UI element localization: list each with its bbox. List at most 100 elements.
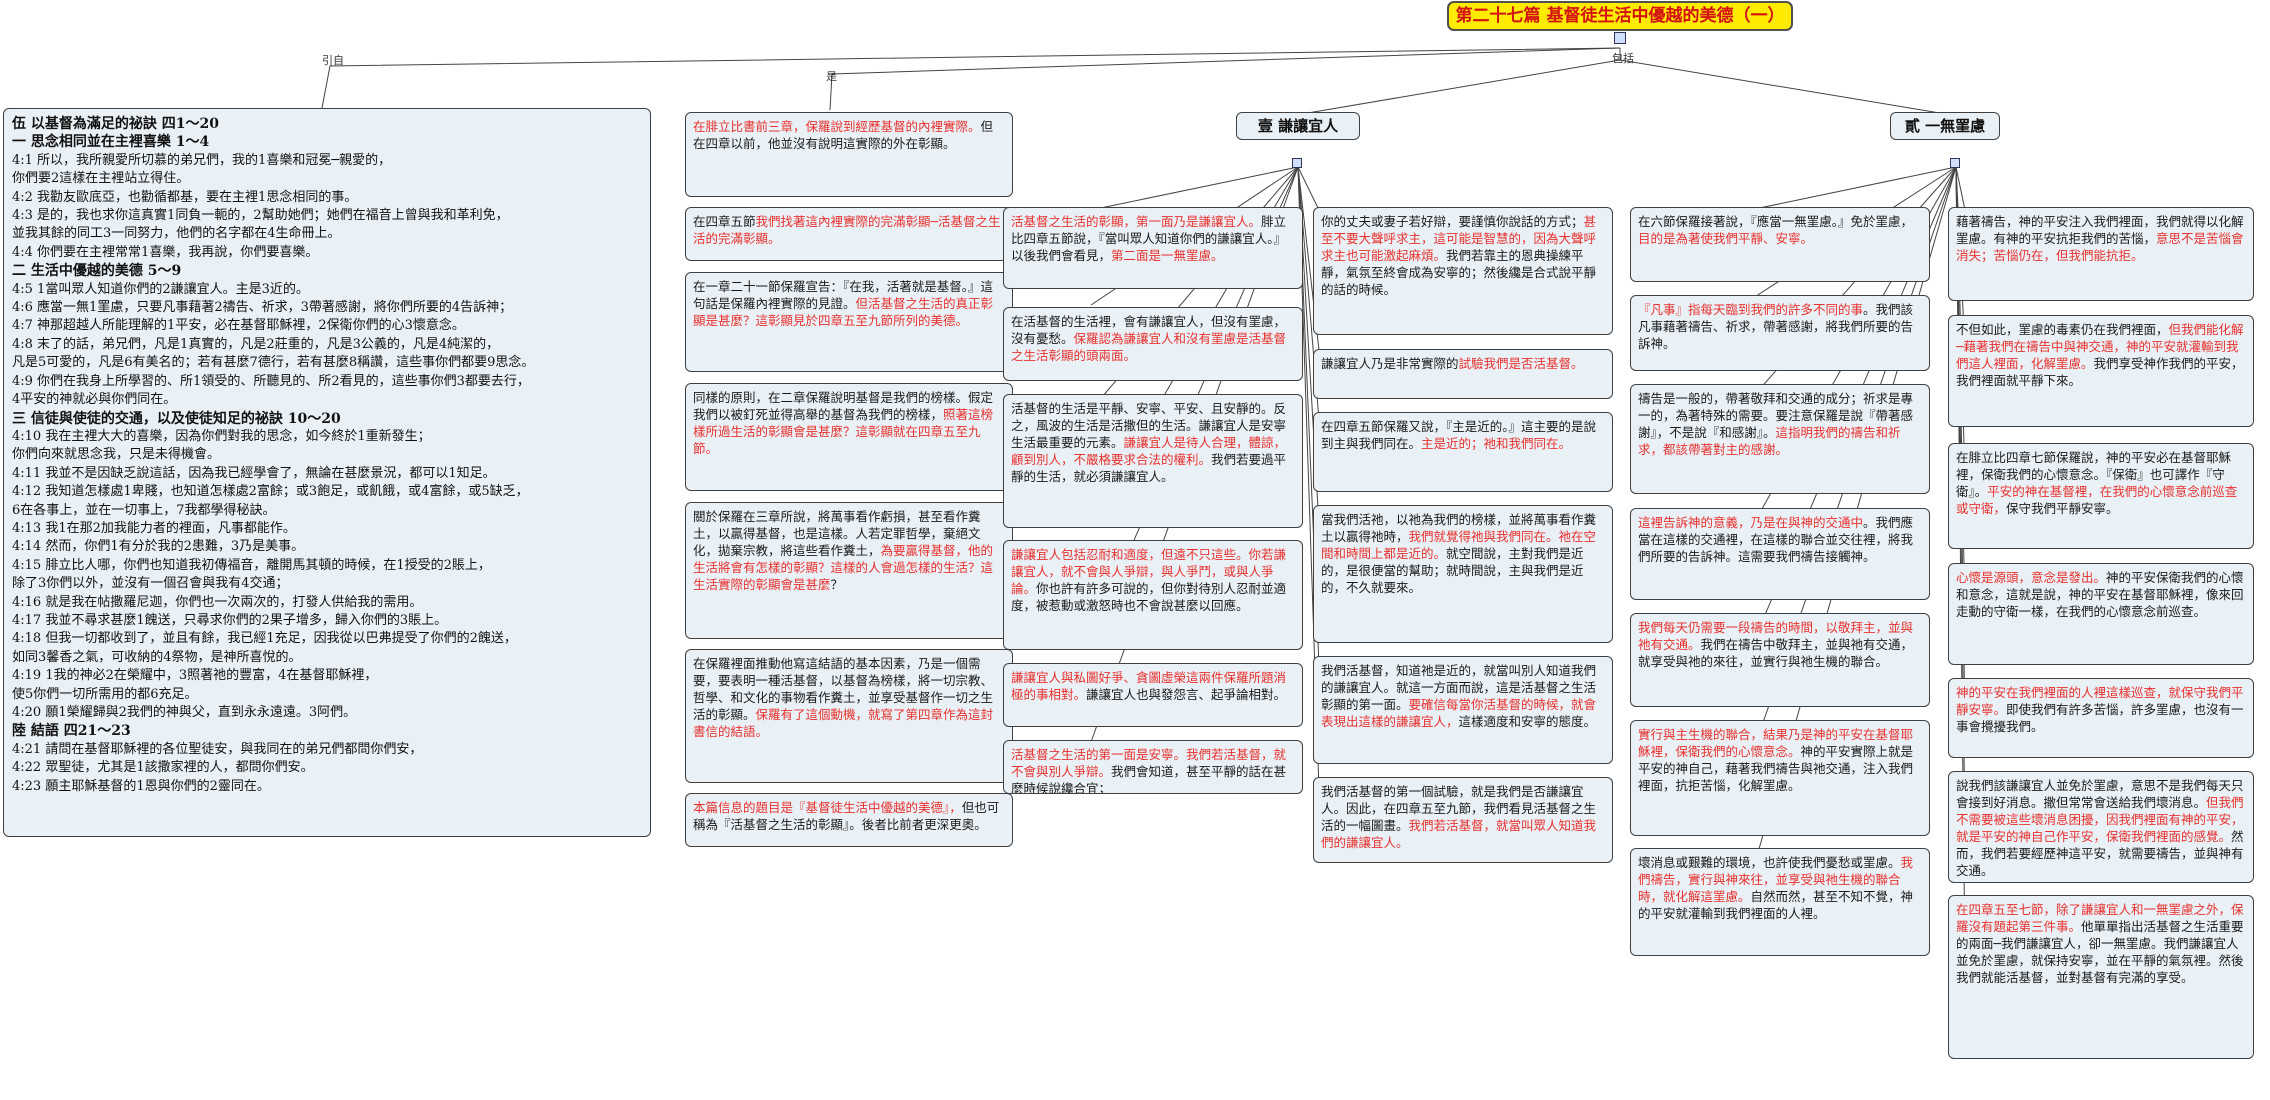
highlight-text: 心懷是源頭，意念是發出。 [1956, 570, 2107, 585]
topic-node[interactable]: 我們每天仍需要一段禱告的時間，以敬拜主，並與祂有交通。我們在禱告中敬拜主，並與祂… [1630, 613, 1930, 707]
topic-node[interactable]: 謙讓宜人包括忍耐和適度，但遠不只這些。你若謙讓宜人，就不會與人爭辯，與人爭鬥，或… [1003, 540, 1303, 650]
topic-node[interactable]: 在四章五節我們找著這內裡實際的完滿彰顯─活基督之生活的完滿彰顯。 [685, 207, 1013, 261]
node-text: 謙讓宜人乃是非常實際的 [1321, 356, 1459, 371]
scripture-verse: 4:22 眾聖徒，尤其是1該撒家裡的人，都問你們安。 [12, 760, 314, 776]
highlight-text: 我們若活基督，就當叫眾人知道我們的謙讓宜人。 [1321, 818, 1597, 850]
scripture-verse: 4:13 我1在那2加我能力者的裡面，凡事都能作。 [12, 520, 296, 536]
highlight-text: 保羅有了這個動機，就寫了第四章作為這封書信的結語。 [693, 707, 994, 739]
node-text: 你的丈夫或妻子若好辯，要謹慎你說話的方式； [1321, 214, 1584, 229]
scripture-verse: 使5你們一切所需用的都6充足。 [12, 686, 198, 702]
topic-node[interactable]: 這裡告訴神的意義，乃是在與神的交通中。我們應當在這樣的交通裡，在這樣的聯合並交往… [1630, 508, 1930, 600]
scripture-verse: 4:8 末了的話，弟兄們，凡是1真實的，凡是2莊重的，凡是3公義的，凡是4純潔的… [12, 336, 500, 352]
highlight-text: 第二面是一無罣慮。 [1111, 248, 1224, 263]
topic-node[interactable]: 在四章五節保羅又說，『主是近的。』這主要的是說到主與我們同在。主是近的；祂和我們… [1313, 412, 1613, 492]
highlight-text: 我們就覺得祂與我們同在。祂在空間和時間上都是近的。 [1321, 529, 1597, 561]
topic-node[interactable]: 當我們活祂，以祂為我們的榜樣，並將萬事看作糞土以贏得祂時，我們就覺得祂與我們同在… [1313, 505, 1613, 643]
highlight-text: 意思不是苦惱會消失；苦惱仍在，但我們能抗拒。 [1956, 231, 2244, 263]
node-text: 在腓立比四章七節保羅說，神的平安必在基督耶穌裡，保衛我們的心懷意念。『保衛』也可… [1956, 450, 2232, 499]
node-text: 這樣適度和安寧的態度。 [1458, 714, 1597, 729]
topic-node[interactable]: 藉著禱告，神的平安注入我們裡面，我們就得以化解罣慮。有神的平安抗拒我們的苦惱，意… [1948, 207, 2254, 301]
node-text: 在四章五節保羅又說，『主是近的。』這主要的是說到主與我們同在。 [1321, 419, 1597, 451]
highlight-text: 試驗我們是否活基督。 [1458, 356, 1584, 371]
node-text: 即使我們有許多苦惱，許多罣慮，也沒有一事會攪擾我們。 [1956, 702, 2244, 734]
topic-node[interactable]: 在一章二十一節保羅宣告：『在我，活著就是基督。』這句話是保羅內裡實際的見證。但活… [685, 272, 1013, 372]
topic-node[interactable]: 在四章五至七節，除了謙讓宜人和一無罣慮之外，保羅沒有題起第三件事。他單單指出活基… [1948, 895, 2254, 1059]
scripture-verse: 4:23 願主耶穌基督的1恩與你們的2靈同在。 [12, 778, 270, 794]
topic-node[interactable]: 活基督之生活的第一面是安寧。我們若活基督，就不會與別人爭辯。我們會知道，甚至平靜… [1003, 740, 1303, 794]
topic-node[interactable]: 『凡事』指每天臨到我們的許多不同的事。我們該凡事藉著禱告、祈求，帶著感謝，將我們… [1630, 295, 1930, 371]
topic-node[interactable]: 你的丈夫或妻子若好辯，要謹慎你說話的方式；甚至不要大聲呼求主，這可能是智慧的，因… [1313, 207, 1613, 335]
highlight-text: 保羅認為謙讓宜人和沒有罣慮是活基督之生活彰顯的頭兩面。 [1011, 331, 1287, 363]
highlight-text: 活基督之生活的彰顯，第一面乃是謙讓宜人。 [1011, 214, 1262, 229]
topic-node[interactable]: 說我們該謙讓宜人並免於罣慮，意思不是我們每天只會接到好消息。撒但常常會送給我們壞… [1948, 771, 2254, 883]
node-text: ？ [830, 577, 844, 592]
node-text: 當我們活祂，以祂為我們的榜樣，並將萬事看作糞土以贏得祂時， [1321, 512, 1597, 544]
topic-node[interactable]: 壞消息或艱難的環境，也許使我們憂愁或罣慮。我們禱告，實行與神來往，並享受與祂生機… [1630, 848, 1930, 956]
node-text: 我們在禱告中敬拜主，並與祂有交通，就享受與祂的來往，並實行與祂生機的聯合。 [1638, 637, 1914, 669]
highlight-text: 平安的神在基督裡，在我們的心懷意念前巡查或守衛， [1956, 484, 2238, 516]
topic-node[interactable]: 活基督的生活是平靜、安寧、平安、且安靜的。反之，風波的生活是活撒但的生活。謙讓宜… [1003, 394, 1303, 528]
scripture-verse: 4:17 我並不尋求甚麼1餽送，只尋求你們的2果子增多，歸入你們的3賬上。 [12, 612, 448, 628]
highlight-text: 目的是為著使我們平靜、安寧。 [1638, 231, 1814, 246]
scripture-verse: 4:15 腓立比人哪，你們也知道我初傳福音，離開馬其頓的時候，在1授受的2賬上， [12, 557, 491, 573]
edge-label-intro: 引自 [322, 54, 344, 67]
node-text: 腓立比四章五節說，『當叫眾人知道你們的謙讓宜人。』以後我們會看見， [1011, 214, 1287, 263]
topic-node[interactable]: 關於保羅在三章所說，將萬事看作虧損，甚至看作糞土，以贏得基督，也是這樣。人若定罪… [685, 502, 1013, 639]
topic-node[interactable]: 在保羅裡面推動他寫這結語的基本因素，乃是一個需要，要表明一種活基督，以基督為榜樣… [685, 649, 1013, 783]
highlight-text: 神的平安在我們裡面的人裡這樣巡查，就保守我們平靜安寧。 [1956, 685, 2244, 717]
scripture-verse: 4:2 我勸友歐底亞，也勸循都基，要在主裡1思念相同的事。 [12, 189, 358, 205]
node-text: 神的平安實際上就是平安的神自己，藉著我們禱告與祂交通，注入我們裡面，抗拒苦惱，化… [1638, 744, 1914, 793]
scripture-verse: 4:18 但我一切都收到了，並且有餘，我已經1充足，因我從以巴弗提受了你們的2餽… [12, 631, 517, 647]
topic-node[interactable]: 神的平安在我們裡面的人裡這樣巡查，就保守我們平靜安寧。即使我們有許多苦惱，許多罣… [1948, 678, 2254, 758]
topic-node[interactable]: 謙讓宜人乃是非常實際的試驗我們是否活基督。 [1313, 349, 1613, 399]
topic-node[interactable]: 我們活基督的第一個試驗，就是我們是否謙讓宜人。因此，在四章五至九節，我們看見活基… [1313, 777, 1613, 863]
node-text: 在保羅裡面推動他寫這結語的基本因素，乃是一個需要，要表明一種活基督，以基督為榜樣… [693, 656, 994, 722]
scripture-heading: 二 生活中優越的美德 5～9 [12, 263, 182, 280]
category-no-anxiety[interactable]: 貳 一無罣慮 [1890, 112, 2000, 140]
topic-node[interactable]: 在六節保羅接著說，『應當一無罣慮。』免於罣慮， 目的是為著使我們平靜、安寧。 [1630, 207, 1930, 282]
root-topic[interactable]: 第二十七篇 基督徒生活中優越的美德（一） [1447, 1, 1793, 31]
scripture-verse: 4平安的神就必與你們同在。 [12, 392, 177, 408]
topic-node[interactable]: 活基督之生活的彰顯，第一面乃是謙讓宜人。腓立比四章五節說，『當叫眾人知道你們的謙… [1003, 207, 1303, 289]
topic-node[interactable]: 不但如此，罣慮的毒素仍在我們裡面，但我們能化解─藉著我們在禱告中與神交通，神的平… [1948, 315, 2254, 427]
expand-icon[interactable] [1950, 158, 1960, 168]
scripture-heading: 伍 以基督為滿足的祕訣 四1～20 [12, 116, 219, 132]
scripture-verse: 4:11 我並不是因缺乏說這話，因為我已經學會了，無論在甚麼景況，都可以1知足。 [12, 465, 496, 481]
scripture-verse: 4:16 就是我在帖撒羅尼迦，你們也一次兩次的，打發人供給我的需用。 [12, 594, 423, 610]
node-text: 禱告是一般的，帶著敬拜和交通的成分；祈求是專一的，為著特殊的需要。要注意保羅是說… [1638, 391, 1914, 440]
highlight-text: 要確信每當你活基督的時候，就會表現出這樣的謙讓宜人， [1321, 697, 1597, 729]
category-label: 壹 謙讓宜人 [1257, 117, 1339, 135]
node-text: 關於保羅在三章所說，將萬事看作虧損，甚至看作糞土，以贏得基督，也是這樣。人若定罪… [693, 509, 981, 558]
node-text: 但也可稱為『活基督之生活的彰顯』。後者比前者更深更奧。 [693, 800, 1000, 832]
topic-node[interactable]: 實行與主生機的聯合，結果乃是神的平安在基督耶穌裡，保衛我們的心懷意念。神的平安實… [1630, 720, 1930, 836]
highlight-text: 活基督之生活的第一面是安寧。我們若活基督，就不會與別人爭辯。 [1011, 747, 1287, 779]
topic-node[interactable]: 在腓立比書前三章，保羅說到經歷基督的內裡實際。但在四章以前，他並沒有說明這實際的… [685, 112, 1013, 197]
scripture-verse: 4:6 應當一無1罣慮，只要凡事藉著2禱告、祈求，3帶著感謝，將你們所要的4告訴… [12, 300, 513, 316]
highlight-text: 甚至不要大聲呼求主，這可能是智慧的，因為大聲呼求主也可能激起麻煩。 [1321, 214, 1597, 263]
topic-node[interactable]: 我們活基督，知道祂是近的，就當叫別人知道我們的謙讓宜人。就這一方面而說，這是活基… [1313, 656, 1613, 764]
topic-node[interactable]: 禱告是一般的，帶著敬拜和交通的成分；祈求是專一的，為著特殊的需要。要注意保羅是說… [1630, 384, 1930, 494]
scripture-verse: 4:19 1我的神必2在榮耀中，3照著祂的豐富，4在基督耶穌裡， [12, 668, 378, 684]
node-text: 在六節保羅接著說，『應當一無罣慮。』免於罣慮， [1638, 214, 1914, 229]
highlight-text: 在腓立比書前三章，保羅說到經歷基督的內裡實際。 [693, 119, 981, 134]
topic-node[interactable]: 在腓立比四章七節保羅說，神的平安必在基督耶穌裡，保衛我們的心懷意念。『保衛』也可… [1948, 443, 2254, 549]
node-text: 我們活基督，知道祂是近的，就當叫別人知道我們的謙讓宜人。就這一方面而說，這是活基… [1321, 663, 1597, 712]
topic-node[interactable]: 謙讓宜人與私圖好爭、貪圖虛榮這兩件保羅所題消極的事相對。謙讓宜人也與發怨言、起爭… [1003, 663, 1303, 727]
topic-node[interactable]: 同樣的原則，在二章保羅說明基督是我們的榜樣。假定我們以被釘死並得高舉的基督為我們… [685, 383, 1013, 491]
scripture-verse: 4:1 所以，我所親愛所切慕的弟兄們，我的1喜樂和冠冕─親愛的， [12, 152, 392, 168]
node-text: 壞消息或艱難的環境，也許使我們憂愁或罣慮。 [1638, 855, 1901, 870]
expand-icon[interactable] [1292, 158, 1302, 168]
highlight-text: 但我們能化解─藉著我們在禱告中與神交通，神的平安就灌輸到我們這人裡面，化解罣慮。 [1956, 322, 2244, 371]
scripture-heading: 三 信徒與使徒的交通，以及使徒知足的祕訣 10～20 [12, 410, 341, 427]
topic-node[interactable]: 在活基督的生活裡，會有謙讓宜人，但沒有罣慮，沒有憂愁。保羅認為謙讓宜人和沒有罣慮… [1003, 307, 1303, 381]
node-text: 不但如此，罣慮的毒素仍在我們裡面， [1956, 322, 2169, 337]
topic-node[interactable]: 本篇信息的題目是『基督徒生活中優越的美德』，但也可稱為『活基督之生活的彰顯』。後… [685, 793, 1013, 847]
edge-label-is: 是 [826, 70, 837, 83]
category-label: 貳 一無罣慮 [1904, 117, 1986, 135]
topic-node[interactable]: 心懷是源頭，意念是發出。神的平安保衛我們的心懷和意念，這就是說，神的平安在基督耶… [1948, 563, 2254, 665]
node-text: 保守我們平靜安寧。 [2006, 501, 2119, 516]
node-text: 我們若要過平靜的生活，就必須謙讓宜人。 [1011, 452, 1287, 484]
scripture-verse: 你們向來就思念我，只是未得機會。 [12, 447, 221, 463]
category-humility[interactable]: 壹 謙讓宜人 [1236, 112, 1360, 140]
note-icon[interactable] [1614, 32, 1626, 44]
